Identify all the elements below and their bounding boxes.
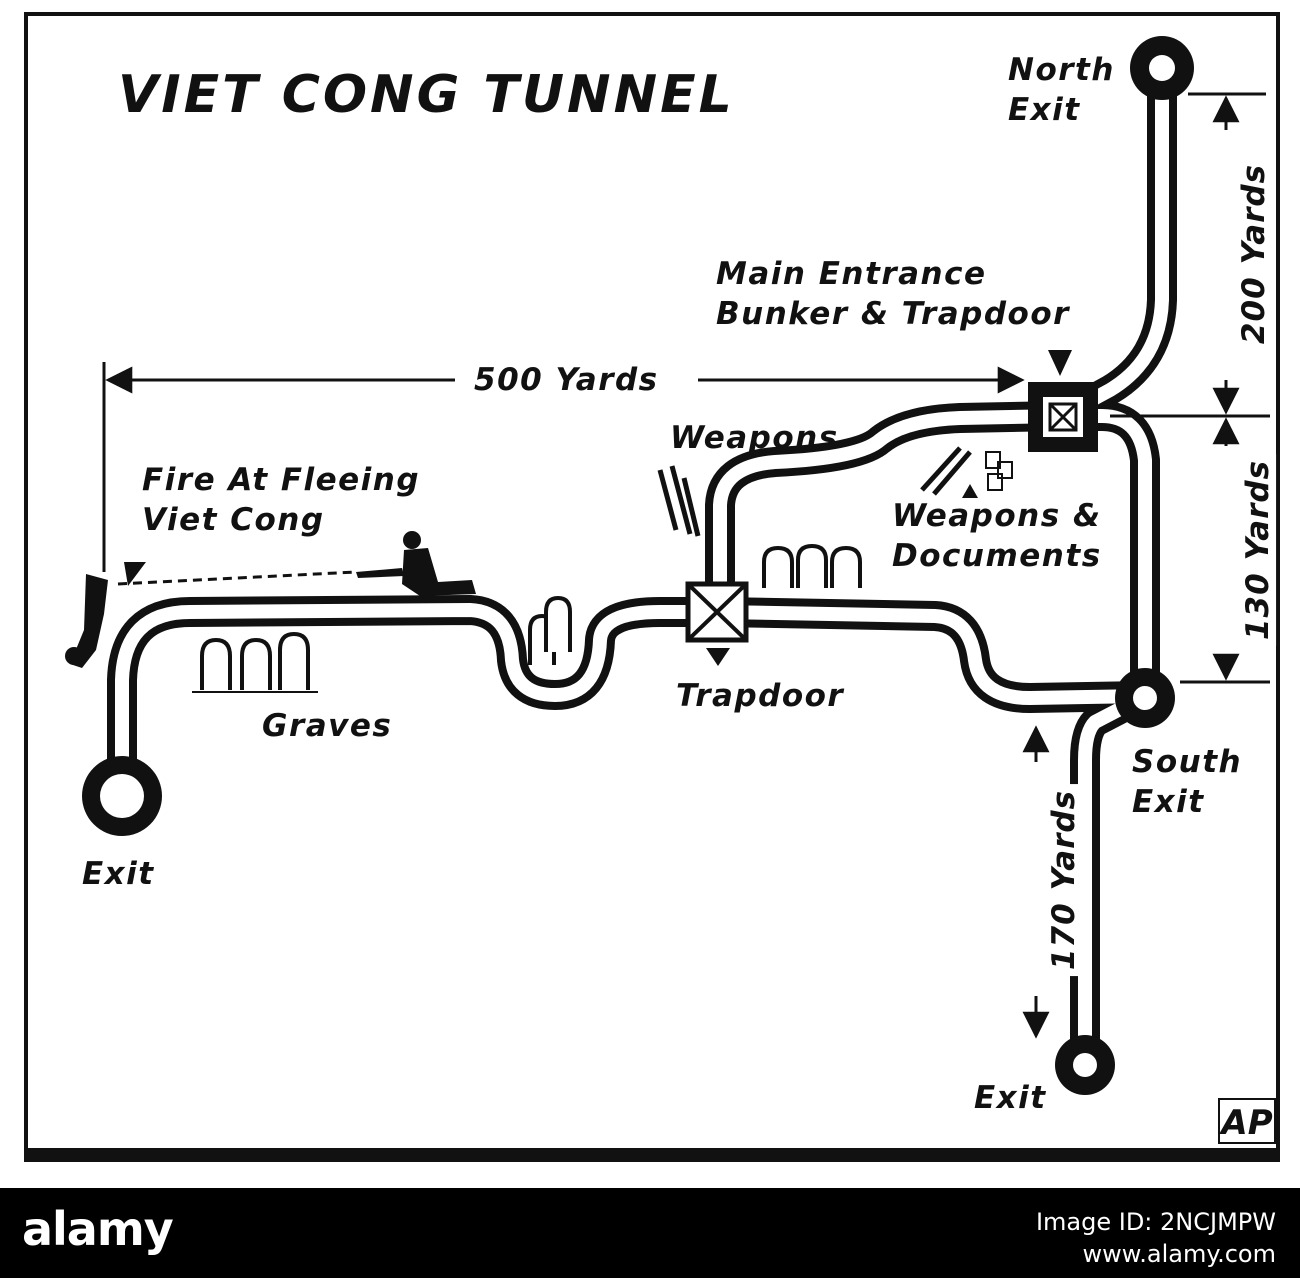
map-title: VIET CONG TUNNEL bbox=[118, 65, 735, 125]
weapons-cache-east bbox=[920, 446, 1013, 498]
dimension-500-yards bbox=[102, 362, 1025, 572]
distance-200-label: 200 Yards bbox=[1236, 157, 1273, 351]
dimension-vertical-right bbox=[1110, 92, 1270, 684]
map-frame bbox=[24, 12, 1280, 1162]
watermark-footer: alamy Image ID: 2NCJMPW www.alamy.com bbox=[0, 1188, 1300, 1278]
fire-pointer bbox=[124, 562, 146, 586]
soldier-figure bbox=[356, 531, 476, 596]
ap-credit-logo: AP bbox=[1218, 1098, 1276, 1144]
graves-label: Graves bbox=[262, 708, 393, 744]
main-entrance-bunker bbox=[1028, 350, 1098, 452]
exit-bottom-marker bbox=[1055, 1035, 1115, 1095]
trapdoor-marker bbox=[685, 581, 749, 666]
weapons-label: Weapons bbox=[670, 420, 839, 456]
south-exit-label: South Exit bbox=[1132, 744, 1243, 821]
distance-170-label: 170 Yards bbox=[1046, 783, 1083, 977]
trapdoor-label: Trapdoor bbox=[676, 678, 845, 714]
weapons-cache-west bbox=[657, 465, 701, 537]
distance-500-label: 500 Yards bbox=[466, 360, 667, 401]
exit-bottom-label: Exit bbox=[974, 1080, 1047, 1116]
weapons-documents-label: Weapons & Documents bbox=[892, 498, 1102, 575]
tunnel-network bbox=[107, 57, 1177, 1080]
footer-image-id: Image ID: 2NCJMPW bbox=[1035, 1208, 1276, 1236]
exit-left-marker bbox=[82, 756, 162, 836]
line-of-fire bbox=[117, 570, 357, 586]
fleeing-figure bbox=[65, 574, 108, 668]
main-entrance-label: Main Entrance Bunker & Trapdoor bbox=[716, 256, 1070, 333]
tunnel-map bbox=[65, 36, 1270, 1095]
footer-brand: alamy bbox=[22, 1202, 174, 1256]
north-exit-marker bbox=[1130, 36, 1194, 100]
graves-group-left bbox=[192, 631, 318, 693]
distance-130-label: 130 Yards bbox=[1240, 453, 1277, 647]
graves-group-middle bbox=[528, 595, 572, 665]
north-exit-label: North Exit bbox=[1008, 52, 1115, 129]
footer-url: www.alamy.com bbox=[1082, 1240, 1276, 1268]
graves-group-right bbox=[762, 543, 862, 588]
exit-left-label: Exit bbox=[82, 856, 155, 892]
fire-at-fleeing-label: Fire At Fleeing Viet Cong bbox=[142, 462, 421, 539]
south-exit-marker bbox=[1115, 668, 1175, 728]
